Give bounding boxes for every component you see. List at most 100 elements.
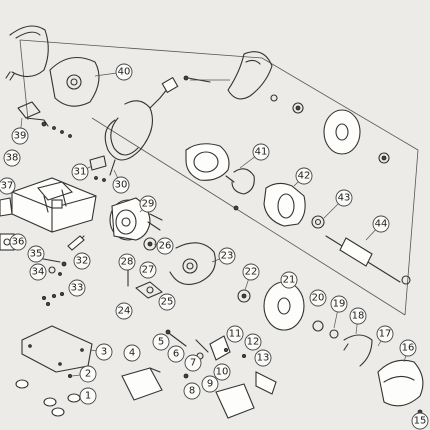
callout-38-label: 38 [6, 153, 19, 164]
callout-11-label: 11 [229, 329, 242, 340]
callout-32: 32 [73, 252, 91, 270]
top-washer [270, 94, 304, 114]
washers-34 [48, 266, 62, 276]
callout-9-label: 9 [207, 379, 213, 390]
eye-shield-bracket-25 [135, 281, 163, 299]
wheel-guard-left [5, 25, 49, 81]
callout-39: 39 [11, 127, 29, 145]
callout-34-label: 34 [32, 267, 45, 278]
motor-housing [109, 197, 163, 241]
callout-21: 21 [280, 271, 298, 289]
callout-1-label: 1 [85, 391, 91, 402]
callout-8-label: 8 [189, 386, 195, 397]
callout-34: 34 [29, 263, 47, 281]
callout-10-label: 10 [216, 367, 229, 378]
callout-29: 29 [139, 195, 157, 213]
callout-27-label: 27 [142, 265, 155, 276]
callout-22: 22 [242, 263, 260, 281]
shield-bracket-11 [209, 335, 246, 361]
callout-2-label: 2 [85, 369, 91, 380]
callout-6: 6 [167, 345, 185, 363]
callout-19: 19 [330, 295, 348, 313]
callout-42-label: 42 [298, 171, 311, 182]
callout-8: 8 [183, 382, 201, 400]
callout-37-label: 37 [1, 181, 14, 192]
cord-strain-relief [89, 155, 107, 182]
callout-41-label: 41 [255, 147, 268, 158]
callout-44-label: 44 [375, 219, 388, 230]
clamp-ring [231, 168, 255, 211]
callout-30: 30 [112, 176, 130, 194]
callout-13-label: 13 [257, 353, 270, 364]
base-plate [21, 325, 93, 373]
callout-38: 38 [3, 149, 21, 167]
washer-20 [312, 320, 324, 332]
spark-guard-rod [67, 235, 85, 251]
callout-19-label: 19 [333, 299, 346, 310]
callout-25: 25 [158, 293, 176, 311]
callout-30-label: 30 [115, 180, 128, 191]
wheel-guard-top [227, 51, 273, 100]
rubber-feet [15, 379, 81, 417]
callout-44: 44 [372, 215, 390, 233]
callout-17: 17 [376, 325, 394, 343]
callout-21-label: 21 [283, 275, 296, 286]
callout-32-label: 32 [76, 256, 89, 267]
callout-15: 15 [411, 412, 429, 430]
callout-26: 26 [156, 237, 174, 255]
callout-43-label: 43 [338, 193, 351, 204]
callout-24: 24 [115, 302, 133, 320]
callout-36: 36 [9, 233, 27, 251]
top-screw [183, 75, 211, 83]
callout-36-label: 36 [12, 237, 25, 248]
stator-ring [185, 143, 235, 183]
flange-22 [237, 289, 251, 303]
callout-3-label: 3 [101, 347, 107, 358]
callout-11: 11 [226, 325, 244, 343]
callout-31-label: 31 [74, 167, 87, 178]
callout-17-label: 17 [379, 329, 392, 340]
callout-22-label: 22 [245, 267, 258, 278]
callout-43: 43 [335, 189, 353, 207]
callout-41: 41 [252, 143, 270, 161]
inner-guard-plate [49, 56, 100, 107]
wheel-guard-right [343, 334, 373, 367]
bearing-43 [311, 215, 325, 229]
callout-1: 1 [79, 387, 97, 405]
callout-20: 20 [309, 289, 327, 307]
grinding-wheel-21 [263, 281, 305, 331]
callout-35-label: 35 [30, 249, 43, 260]
callout-20-label: 20 [312, 293, 325, 304]
flange-right [378, 152, 390, 164]
callout-16-label: 16 [402, 343, 415, 354]
callout-24-label: 24 [118, 306, 131, 317]
screw-2 [68, 373, 73, 378]
callout-26-label: 26 [159, 241, 172, 252]
callout-13: 13 [254, 349, 272, 367]
callout-3: 3 [95, 343, 113, 361]
callout-15-label: 15 [414, 416, 427, 427]
callout-28-label: 28 [121, 257, 134, 268]
callout-16: 16 [399, 339, 417, 357]
callout-4: 4 [123, 344, 141, 362]
callout-28: 28 [118, 253, 136, 271]
callout-12: 12 [244, 333, 262, 351]
callout-18-label: 18 [352, 311, 365, 322]
grinding-wheel-right [323, 109, 361, 155]
callout-5-label: 5 [158, 337, 164, 348]
callout-23-label: 23 [221, 251, 234, 262]
callout-2: 2 [79, 365, 97, 383]
callout-12-label: 12 [247, 337, 260, 348]
tool-rest-bracket [17, 101, 72, 138]
outer-flange-26 [143, 237, 157, 251]
callout-37: 37 [0, 177, 16, 195]
callout-42: 42 [295, 167, 313, 185]
power-cord [104, 76, 179, 176]
callout-33: 33 [68, 279, 86, 297]
callout-7: 7 [184, 354, 202, 372]
callout-27: 27 [139, 261, 157, 279]
callout-31: 31 [71, 163, 89, 181]
callout-40: 40 [115, 63, 133, 81]
